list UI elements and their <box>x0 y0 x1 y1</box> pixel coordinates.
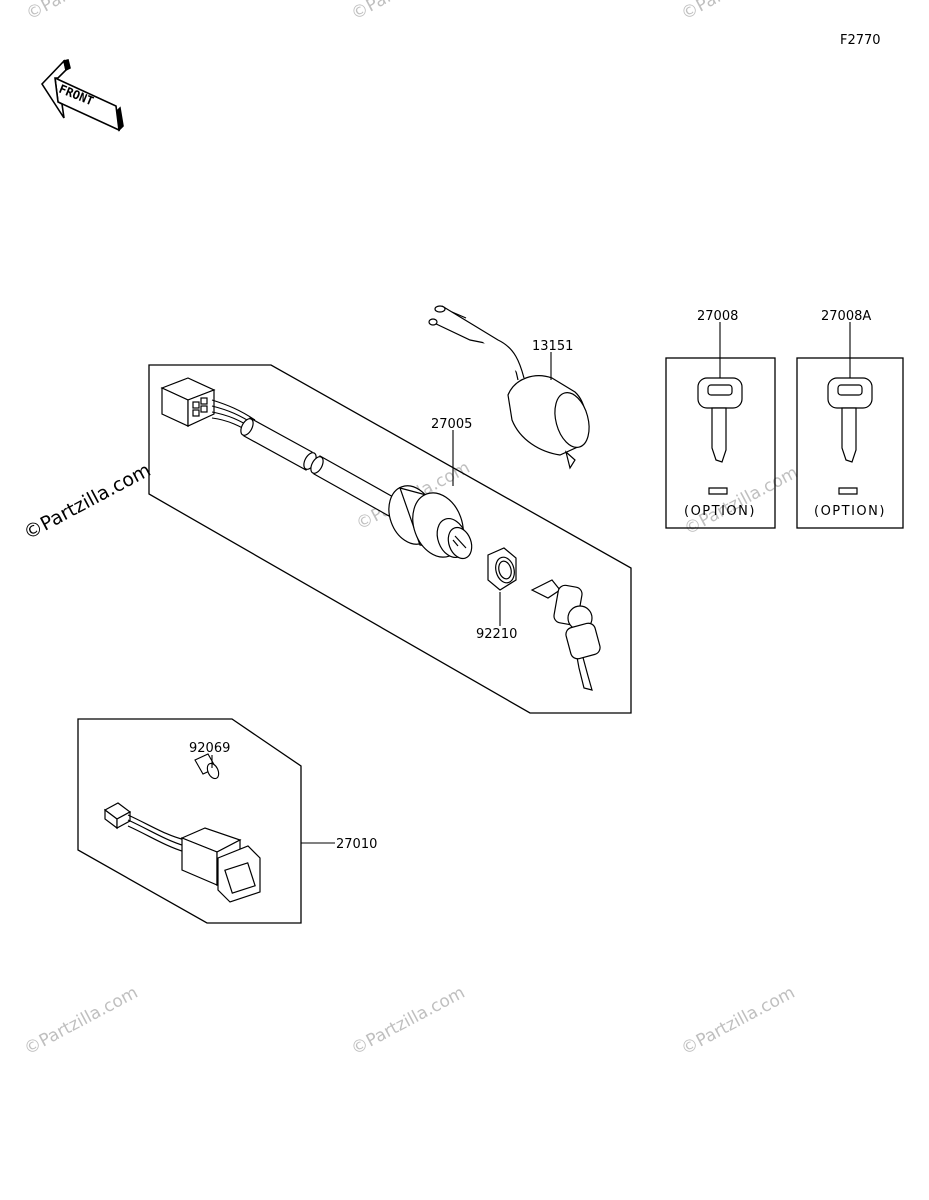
ignition-cable <box>240 417 396 517</box>
part-label-92069: 92069 <box>189 741 230 756</box>
key-pair <box>530 579 601 691</box>
key-blank-27008 <box>697 377 743 495</box>
part-label-27008: 27008 <box>697 309 738 324</box>
nut-92210 <box>487 547 517 591</box>
part-label-92210: 92210 <box>476 627 517 642</box>
switch-27010 <box>103 802 261 903</box>
watermark-text: ©Partzilla.com <box>23 0 143 24</box>
front-arrow-icon: FRONT <box>40 59 124 132</box>
ignition-connector <box>160 377 216 427</box>
option-label-27008a: (OPTION) <box>814 504 886 519</box>
ignition-switch-body <box>388 485 473 560</box>
watermark-text: ©Partzilla.com <box>348 983 468 1060</box>
bulb-92069 <box>194 753 220 780</box>
watermark-text-dark: ©Partzilla.com <box>20 459 154 544</box>
watermark-text: ©Partzilla.com <box>678 0 798 24</box>
part-label-27005: 27005 <box>431 417 472 432</box>
key-blank-27008a <box>827 377 873 495</box>
watermark-text: ©Partzilla.com <box>348 0 468 24</box>
part-label-27010: 27010 <box>336 837 377 852</box>
part-label-27008a: 27008A <box>821 309 871 324</box>
group-box-27005 <box>148 364 632 714</box>
socket-13151 <box>428 305 590 470</box>
figure-code: F2770 <box>840 33 881 48</box>
watermark-text: ©Partzilla.com <box>21 983 141 1060</box>
part-label-13151: 13151 <box>532 339 573 354</box>
option-label-27008: (OPTION) <box>684 504 756 519</box>
group-box-27010 <box>77 718 302 924</box>
watermark-text: ©Partzilla.com <box>678 983 798 1060</box>
leader-lines <box>211 322 851 844</box>
